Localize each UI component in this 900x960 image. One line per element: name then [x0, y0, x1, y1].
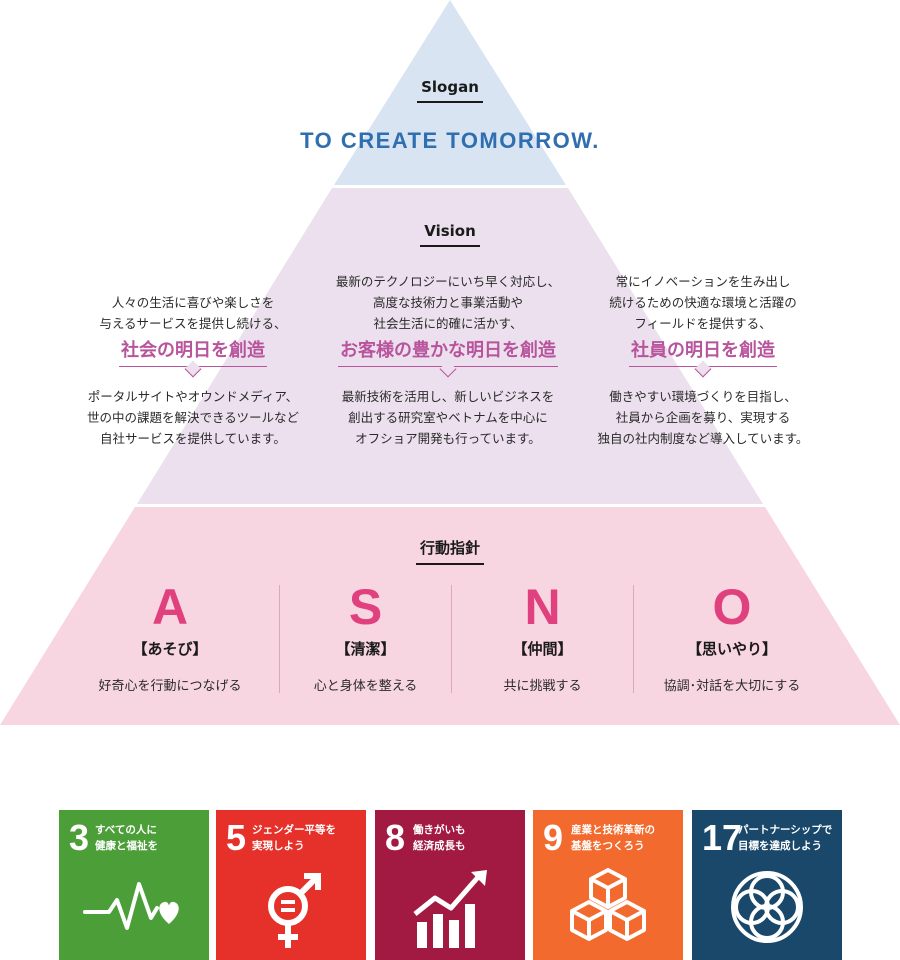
partnership-rings-icon [731, 871, 803, 943]
principle-name: 【仲間】 [512, 640, 573, 658]
sdg-title: 産業と技術革新の基盤をつくろう [571, 824, 655, 852]
cubes-icon [570, 868, 646, 941]
principle-name: 【思いやり】 [686, 640, 777, 658]
principle-letter: A [151, 579, 189, 635]
sdg-number: 3 [69, 817, 90, 858]
principle-description: 共に挑戦する [503, 679, 582, 694]
sdg-title: すべての人に健康と福祉を [95, 824, 158, 852]
divider [279, 585, 280, 693]
principle-letter: O [712, 579, 752, 635]
sdg-number: 9 [543, 817, 564, 858]
principle-description: 協調･対話を大切にする [663, 679, 801, 694]
sdg-tile-17: 17 パートナーシップで目標を達成しよう [692, 810, 842, 960]
vision-tier [137, 188, 763, 504]
vision-description: 働きやすい環境づくりを目指し、 社員から企画を募り、実現する 独自の社内制度など… [597, 389, 809, 446]
principle-o: O 【思いやり】 協調･対話を大切にする [637, 580, 827, 694]
sdg-number: 17 [702, 817, 743, 858]
vision-column-customers: 最新のテクノロジーにいち早く対応し、 高度な技術力と事業活動や 社会生活に的確に… [313, 271, 583, 449]
principle-name: 【清潔】 [335, 640, 396, 658]
sdg-tile-3: 3 すべての人に健康と福祉を [59, 810, 209, 960]
principles-label: 行動指針 [0, 537, 900, 565]
sdg-title: 働きがいも経済成長も [413, 824, 466, 852]
sdg-number: 5 [226, 817, 247, 858]
vision-column-society: 人々の生活に喜びや楽しさを 与えるサービスを提供し続ける、 社会の明日を創造 ポ… [58, 271, 328, 449]
divider [633, 585, 634, 693]
principle-description: 心と身体を整える [313, 679, 418, 694]
sdg-number: 8 [385, 817, 406, 858]
vision-description: 最新技術を活用し、新しいビジネスを 創出する研究室やベトナムを中心に オフショア… [341, 389, 555, 446]
principle-letter: N [524, 579, 561, 635]
vision-description: ポータルサイトやオウンドメディア、 世の中の課題を解決できるツールなど 自社サー… [86, 389, 299, 446]
vision-label: Vision [0, 222, 900, 247]
sdg-tile-9: 9 産業と技術革新の基盤をつくろう [533, 810, 683, 960]
slogan-label: Slogan [0, 78, 900, 103]
gender-equality-icon [268, 873, 321, 948]
principle-letter: S [348, 579, 383, 635]
principle-n: N 【仲間】 共に挑戦する [455, 580, 630, 694]
principle-name: 【あそび】 [132, 640, 208, 658]
growth-chart-icon [413, 870, 487, 948]
vision-column-employees: 常にイノベーションを生み出し 続けるための快適な環境と活躍の フィールドを提供す… [568, 271, 838, 449]
vision-intro: 人々の生活に喜びや楽しさを 与えるサービスを提供し続ける、 [99, 295, 287, 331]
pyramid-diagram [0, 0, 900, 725]
slogan-text: TO CREATE TOMORROW. [300, 128, 600, 153]
divider [451, 585, 452, 693]
slogan-tier [334, 0, 566, 185]
sdg-tile-8: 8 働きがいも経済成長も [375, 810, 525, 960]
vision-intro: 最新のテクノロジーにいち早く対応し、 高度な技術力と事業活動や 社会生活に的確に… [335, 274, 561, 331]
sdg-title: ジェンダー平等を実現しよう [252, 824, 336, 852]
heartbeat-icon [83, 882, 179, 930]
vision-title: 社会の明日を創造 [119, 340, 267, 378]
sdg-title: パートナーシップで目標を達成しよう [738, 824, 833, 852]
vision-title: 社員の明日を創造 [629, 340, 777, 378]
vision-intro: 常にイノベーションを生み出し 続けるための快適な環境と活躍の フィールドを提供す… [609, 274, 797, 331]
vision-title: お客様の豊かな明日を創造 [338, 340, 558, 378]
principle-a: A 【あそび】 好奇心を行動につなげる [90, 580, 250, 694]
sdg-tile-5: 5 ジェンダー平等を実現しよう [216, 810, 366, 960]
principles-tier [0, 507, 900, 725]
principle-s: S 【清潔】 心と身体を整える [283, 580, 448, 694]
principle-description: 好奇心を行動につなげる [98, 679, 242, 694]
